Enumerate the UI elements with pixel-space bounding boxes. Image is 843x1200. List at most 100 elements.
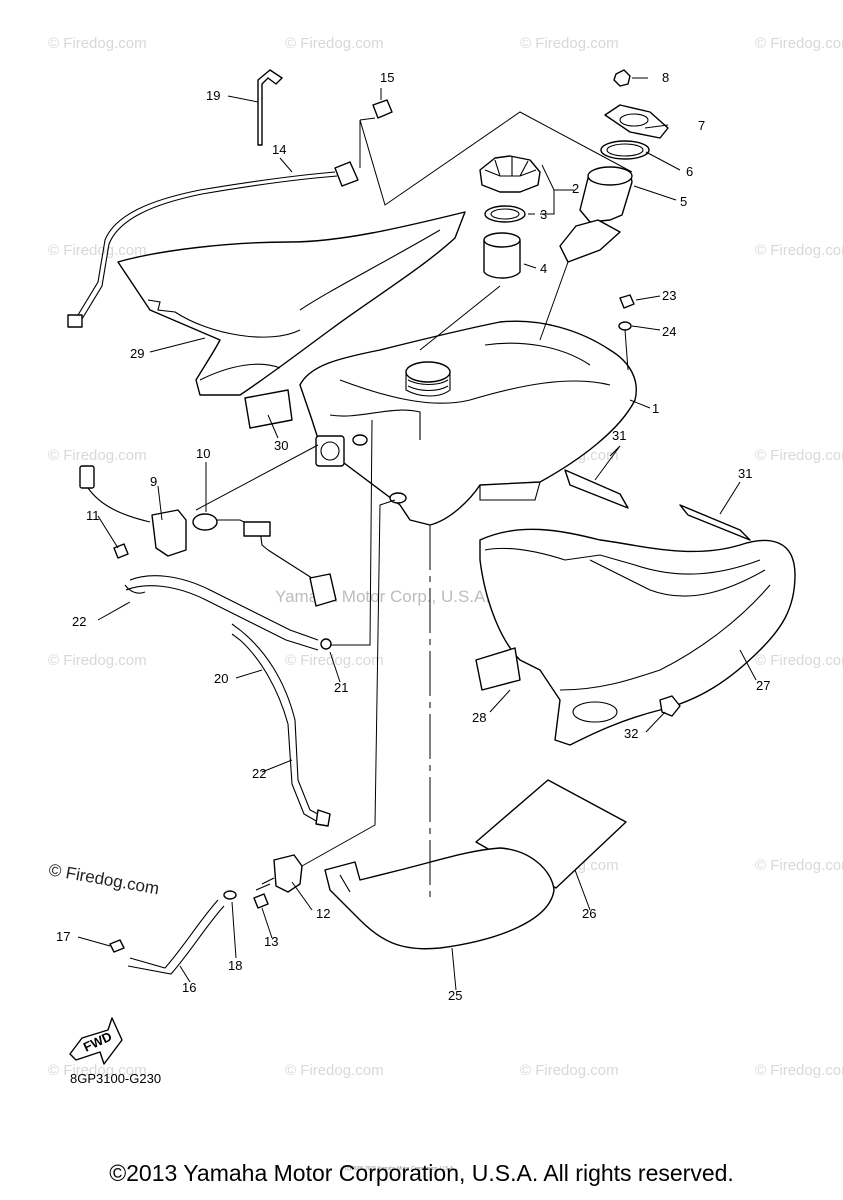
callout-12: 12 [316, 906, 330, 921]
watermark: © Firedog.com [48, 447, 147, 464]
watermark: © Firedog.com [520, 1062, 619, 1079]
leader-4 [523, 263, 537, 269]
tank-rear-lip [479, 481, 541, 501]
drain-port [389, 492, 407, 504]
callout-9: 9 [150, 474, 157, 489]
tank-port [352, 434, 368, 446]
leader-29 [149, 337, 206, 353]
watermark: © Firedog.com [285, 652, 384, 669]
callout-17: 17 [56, 929, 70, 944]
sender-body [243, 521, 271, 537]
hose-22-upper-edge [125, 585, 319, 651]
pad-28 [475, 647, 521, 691]
watermark: © Firedog.com [755, 242, 843, 259]
watermark: © Firedog.com [755, 35, 843, 52]
cover-detail [147, 299, 301, 338]
leader-7 [644, 124, 669, 129]
fwd-arrow-icon [69, 1017, 123, 1065]
hose-end-fitting [315, 809, 331, 827]
callout-27: 27 [756, 678, 770, 693]
leader-19 [227, 95, 259, 103]
cap-bracket [559, 219, 621, 263]
firedog-stamp: © Firedog.com [47, 860, 160, 898]
leader-23 [635, 295, 661, 301]
forward-arrow: FWD [69, 1017, 123, 1065]
cover-upper-edge [484, 547, 761, 575]
cable-tie-19 [257, 69, 283, 146]
leader-27 [739, 649, 757, 681]
leader-25 [451, 947, 457, 991]
cap-housing-rim [587, 166, 633, 186]
callout-23: 23 [662, 288, 676, 303]
assembly-line-bracket [539, 261, 569, 341]
cover-edge [199, 363, 281, 381]
watermark: © Firedog.com [755, 652, 843, 669]
tank-lower-contour [329, 409, 421, 440]
watermark: © Firedog.com [48, 1062, 147, 1079]
callout-29: 29 [130, 346, 144, 361]
cap-ribs [484, 157, 537, 177]
fitting-12 [273, 854, 303, 893]
leader-24 [631, 325, 661, 331]
leader-22-lower [261, 759, 293, 773]
leader-16 [179, 965, 191, 983]
callout-14: 14 [272, 142, 286, 157]
leader-12 [291, 881, 313, 911]
leader-30 [267, 414, 279, 439]
callout-7: 7 [698, 118, 705, 133]
callout-3: 3 [540, 207, 547, 222]
harness-wire-14-edge [81, 175, 338, 320]
tank-ridge [484, 342, 591, 366]
callout-31-b: 31 [738, 466, 752, 481]
harness-assembly [67, 69, 393, 328]
filler-tube-4 [483, 240, 521, 279]
harness-connector [67, 314, 83, 328]
hose-20 [231, 623, 323, 817]
leader-lines [77, 77, 757, 991]
callout-8: 8 [662, 70, 669, 85]
callout-2: 2 [572, 181, 579, 196]
leader-11 [97, 515, 119, 549]
hose-22-upper [129, 575, 319, 641]
watermark: © Firedog.com [48, 652, 147, 669]
pad-25-edge [339, 874, 351, 893]
harness-clip [334, 161, 359, 187]
washer-24 [618, 321, 632, 331]
bolt-32 [659, 695, 681, 717]
callout-21: 21 [334, 680, 348, 695]
leader-32 [645, 711, 666, 733]
left-side-cover-29 [117, 211, 466, 429]
hose-16-edge [127, 905, 225, 975]
callout-30: 30 [274, 438, 288, 453]
leader-5 [633, 185, 677, 201]
callout-22-lower: 22 [252, 766, 266, 781]
leader-13 [261, 907, 273, 939]
fitting-assembly [109, 854, 303, 975]
fine-print: (c) 2005-2015 Yamaha Motor Corporation, … [345, 1166, 455, 1172]
plate-7 [604, 104, 669, 139]
cover-body [117, 211, 466, 396]
cover-vent [572, 701, 618, 723]
pump-connector [79, 465, 95, 489]
clip-18 [223, 890, 237, 900]
leader-6 [645, 151, 681, 171]
filler-threads [407, 379, 449, 392]
assembly-line-4 [419, 285, 501, 351]
clamp-15 [372, 99, 393, 119]
watermark: © Firedog.com [755, 857, 843, 874]
callout-11: 11 [86, 508, 100, 523]
callout-1: 1 [652, 401, 659, 416]
fuel-tank-1 [299, 320, 637, 526]
assembly-line-12 [301, 499, 396, 867]
pad-30 [244, 389, 293, 429]
assembly-line-24 [624, 329, 629, 371]
plate-7-hole [619, 113, 649, 127]
cap-assembly [479, 69, 669, 279]
watermark: © Firedog.com [755, 447, 843, 464]
screw-8 [613, 69, 631, 87]
pad-25 [324, 847, 555, 950]
float [309, 573, 337, 607]
fitting-bolts [255, 877, 275, 891]
hose-20-edge [231, 633, 319, 823]
